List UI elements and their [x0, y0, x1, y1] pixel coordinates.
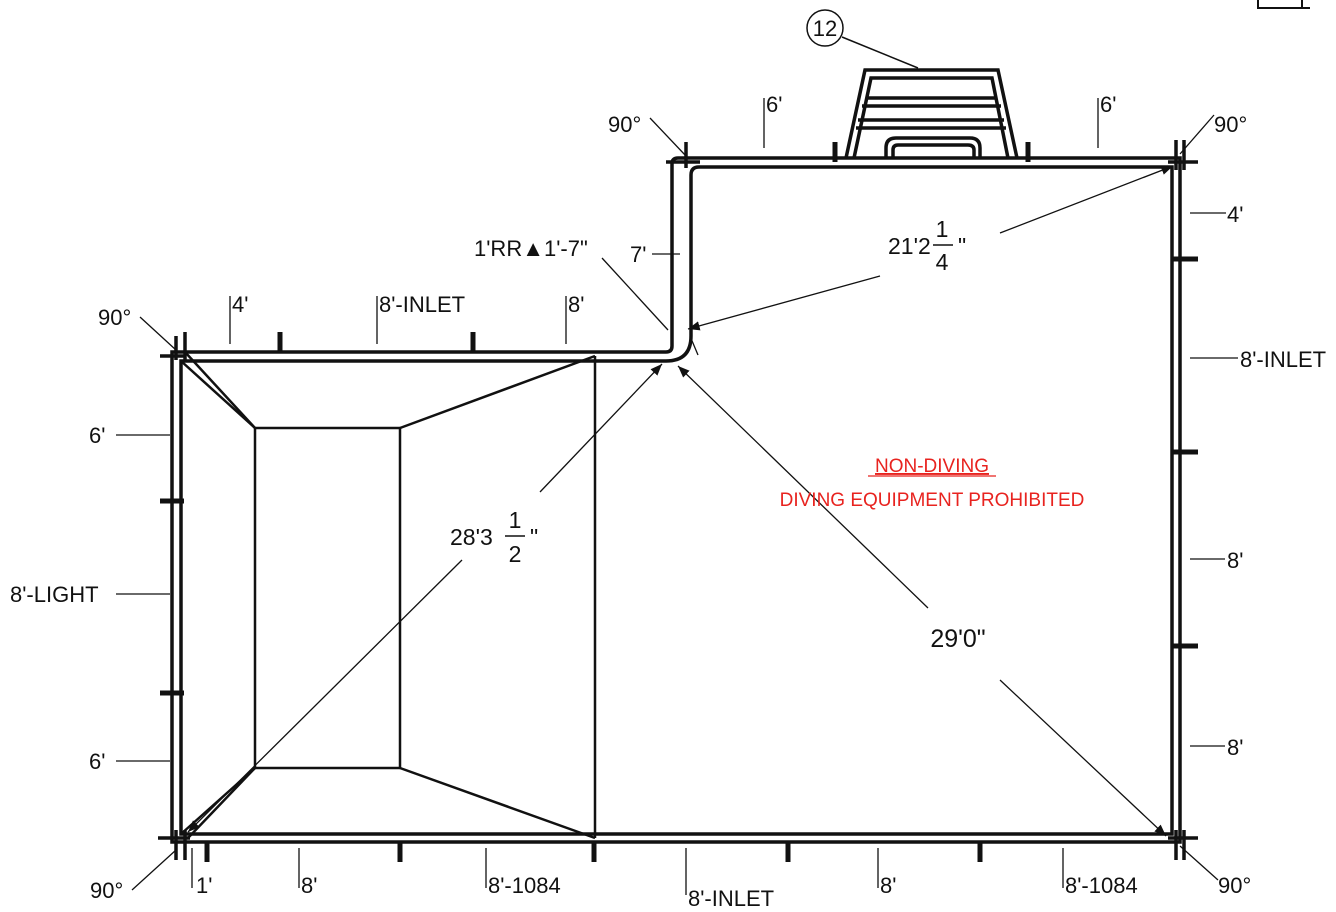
diagonal-d1: 21'2 1 4 ": [888, 216, 966, 275]
svg-text:2: 2: [509, 541, 522, 567]
svg-text:6': 6': [1100, 92, 1116, 117]
svg-text:90°: 90°: [98, 305, 131, 330]
corner-angle-labels: 90° 90° 90° 90° 90°: [90, 112, 1251, 903]
svg-text:8'-INLET: 8'-INLET: [1240, 347, 1326, 372]
svg-text:8': 8': [568, 292, 584, 317]
svg-text:8': 8': [1227, 548, 1243, 573]
diagonal-d2: 28'3 1 2 ": [450, 507, 538, 567]
svg-text:8'-LIGHT: 8'-LIGHT: [10, 582, 99, 607]
bottom-wall-labels: 1' 8' 8'-1084 8'-INLET 8' 8'-1084: [191, 848, 1138, 911]
svg-text:4: 4: [936, 249, 949, 275]
svg-text:90°: 90°: [1218, 873, 1251, 898]
deep-end-hopper: [180, 351, 597, 840]
svg-text:90°: 90°: [608, 112, 641, 137]
panel-ticks: [160, 142, 1198, 862]
svg-text:8'-INLET: 8'-INLET: [379, 292, 465, 317]
svg-text:90°: 90°: [1214, 112, 1247, 137]
svg-text:6': 6': [89, 749, 105, 774]
svg-text:1: 1: [936, 216, 949, 242]
right-wall-labels: 4' 8'-INLET 8' 8': [1190, 202, 1326, 760]
steps-callout: 12: [806, 9, 919, 69]
svg-text:8'-1084: 8'-1084: [1065, 873, 1138, 898]
svg-text:8': 8': [1227, 735, 1243, 760]
left-wall-labels: 6' 8'-LIGHT 6': [10, 423, 170, 774]
svg-text:8'-INLET: 8'-INLET: [688, 886, 774, 911]
svg-text:28'3: 28'3: [450, 524, 493, 550]
pool-outline: [170, 156, 1182, 844]
note-subtitle: DIVING EQUIPMENT PROHIBITED: [780, 490, 1085, 511]
svg-text:7': 7': [630, 242, 646, 267]
svg-text:8': 8': [301, 873, 317, 898]
safety-note: NON-DIVING DIVING EQUIPMENT PROHIBITED: [780, 456, 1085, 511]
top-right-wall-labels: 6' 6': [763, 92, 1116, 148]
svg-text:21'2: 21'2: [888, 233, 931, 259]
top-wall-labels: 4' 8'-INLET 8': [229, 292, 584, 344]
svg-text:4': 4': [232, 292, 248, 317]
svg-text:6': 6': [89, 423, 105, 448]
note-title: NON-DIVING: [875, 456, 989, 477]
diagonal-d3: 29'0": [930, 625, 985, 653]
diagonal-dimension-lines: [187, 165, 1174, 837]
svg-text:12: 12: [813, 16, 837, 41]
svg-text:90°: 90°: [90, 878, 123, 903]
svg-text:": ": [958, 233, 966, 259]
svg-text:4': 4': [1227, 202, 1243, 227]
step-wall-label: 7': [630, 242, 680, 267]
svg-text:1: 1: [509, 507, 522, 533]
svg-text:8': 8': [880, 873, 896, 898]
entry-steps: [844, 68, 1019, 159]
corner-ticks: [158, 140, 1198, 860]
title-box-fragment: [1257, 0, 1310, 9]
svg-text:": ": [530, 524, 538, 550]
svg-text:6': 6': [766, 92, 782, 117]
svg-text:1': 1': [196, 873, 212, 898]
svg-text:8'-1084: 8'-1084: [488, 873, 561, 898]
radius-label: 1'RR▲1'-7": [474, 236, 588, 261]
